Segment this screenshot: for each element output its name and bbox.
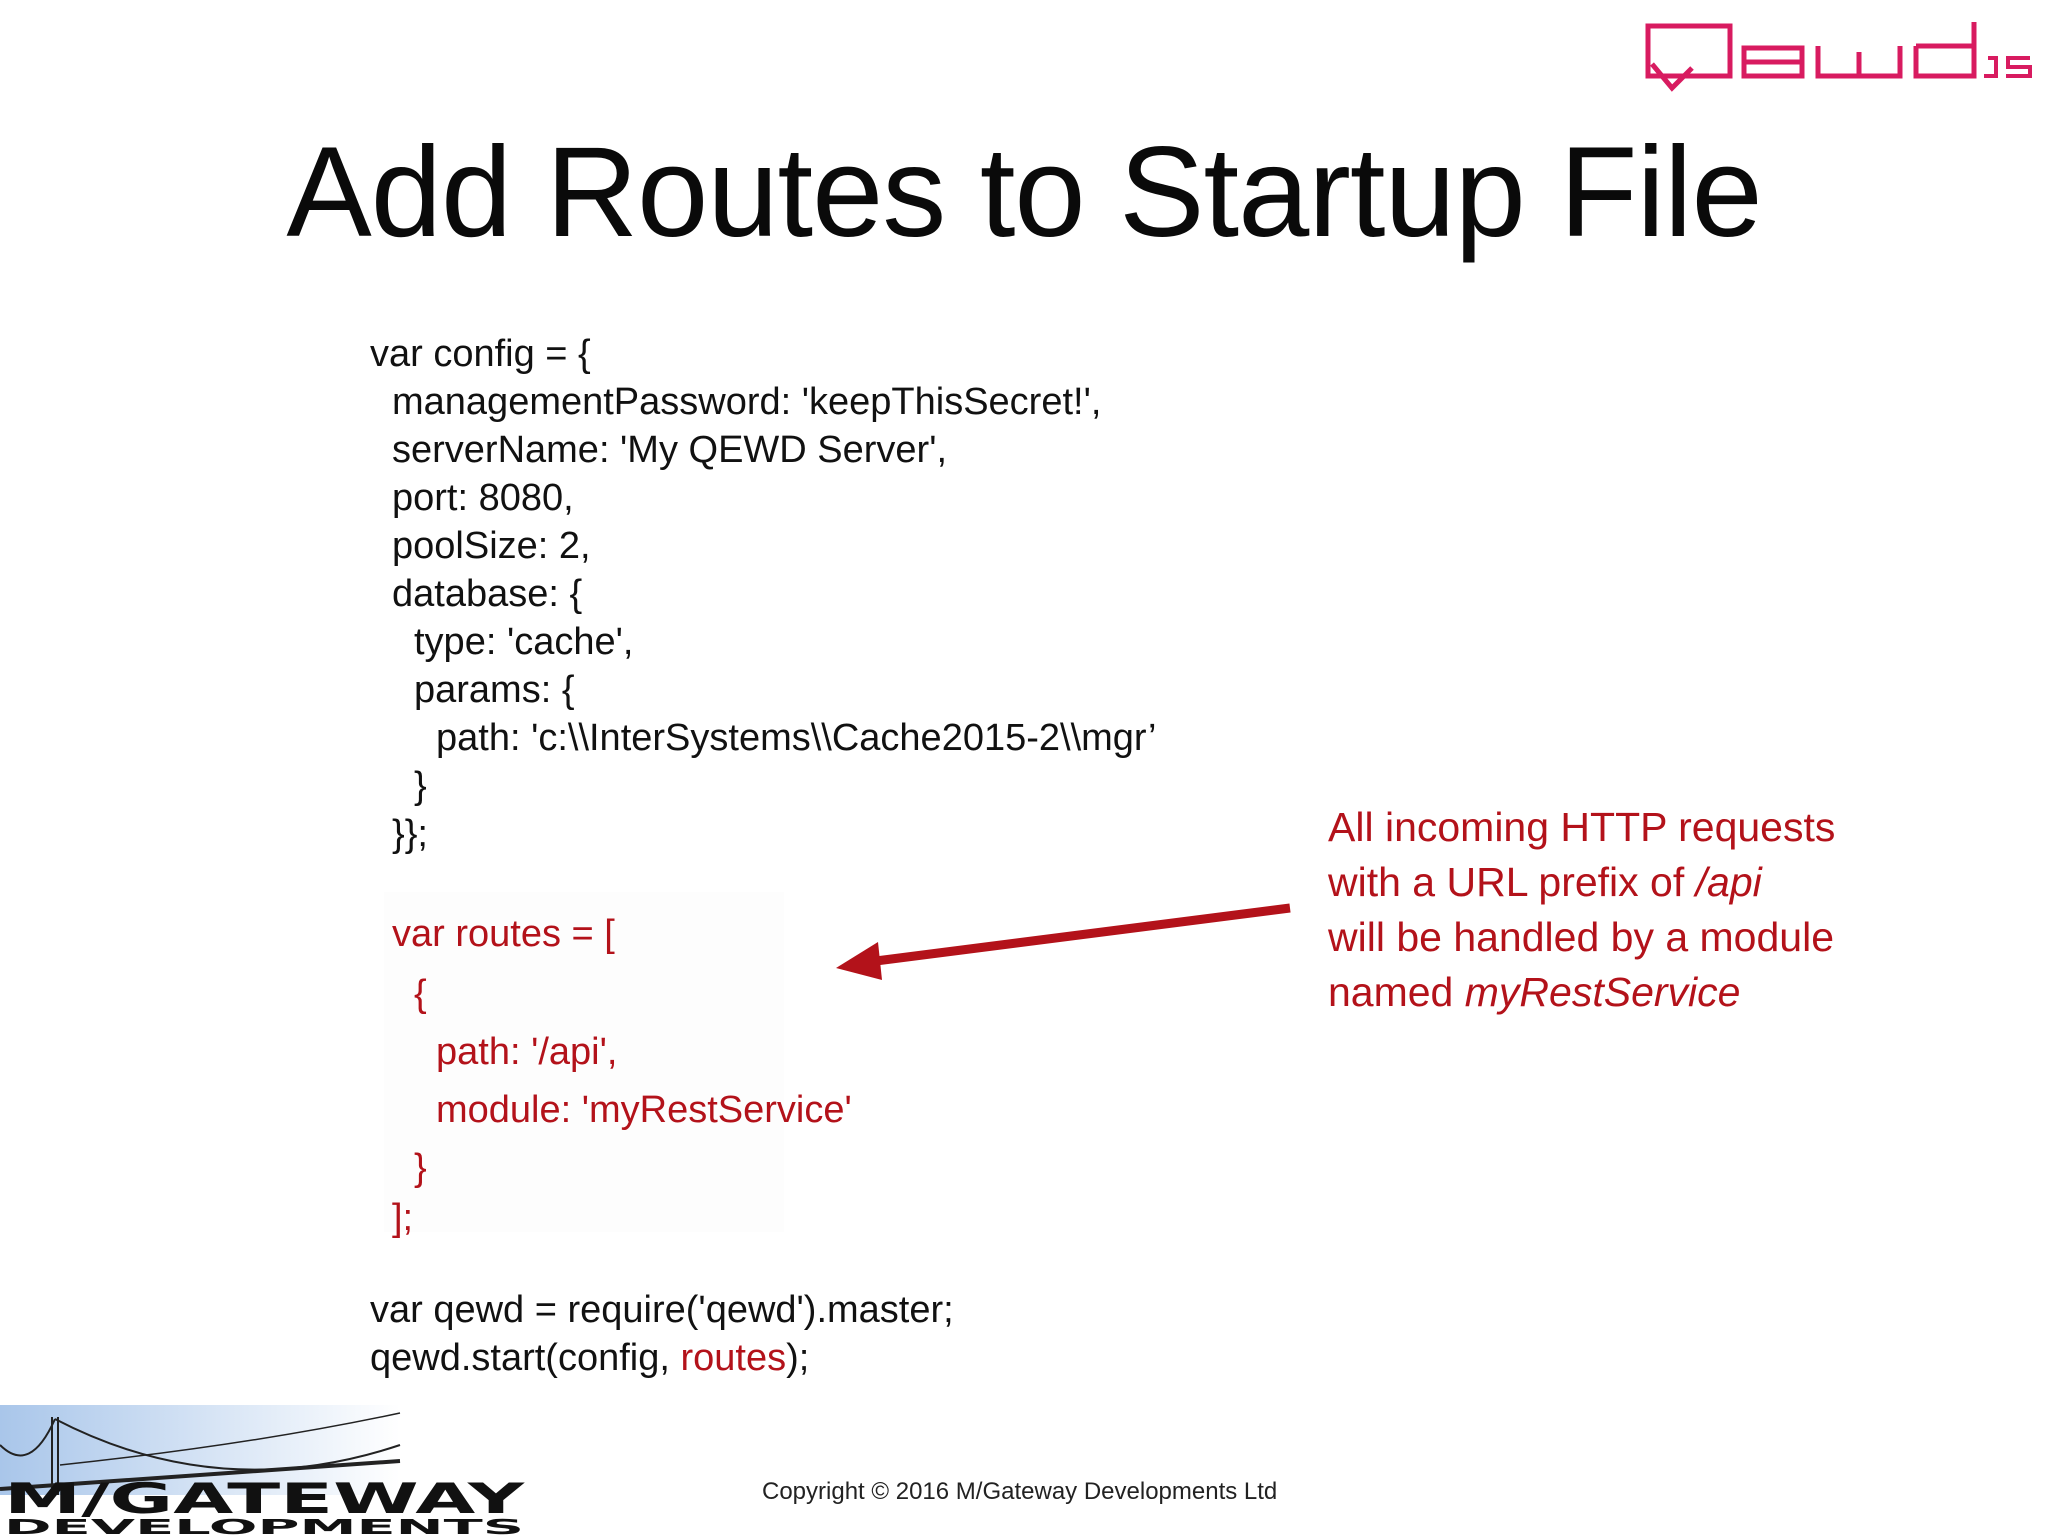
callout-line: named myRestService <box>1328 965 1988 1020</box>
callout-line: All incoming HTTP requests <box>1328 804 1836 850</box>
code-text: qewd.start(config, <box>370 1337 681 1379</box>
code-line: path: 'c:\\InterSystems\\Cache2015-2\\mg… <box>436 717 1157 759</box>
routes-code-line: } <box>414 1147 427 1189</box>
code-line: var qewd = require('qewd').master; <box>370 1289 954 1331</box>
code-line: params: { <box>414 669 575 711</box>
code-text: ); <box>786 1337 810 1379</box>
routes-code-line: ]; <box>392 1197 414 1239</box>
slide-title: Add Routes to Startup File <box>286 121 1762 264</box>
code-line: type: 'cache', <box>414 621 634 663</box>
callout-emphasis: /api <box>1695 859 1762 905</box>
routes-code-line: module: 'myRestService' <box>436 1089 852 1131</box>
code-line: poolSize: 2, <box>392 525 591 567</box>
routes-code-line: { <box>414 973 427 1015</box>
svg-text:DEVELOPMENTS: DEVELOPMENTS <box>4 1515 524 1536</box>
callout-arrow <box>836 903 1291 980</box>
callout-text-part: with a URL prefix of <box>1328 859 1696 905</box>
code-line: database: { <box>392 573 583 615</box>
code-line: serverName: 'My QEWD Server', <box>392 429 948 471</box>
copyright-text: Copyright © 2016 M/Gateway Developments … <box>762 1478 1278 1505</box>
svg-text:M/GATEWAY: M/GATEWAY <box>4 1474 525 1523</box>
callout-line: will be handled by a module <box>1328 914 1834 960</box>
routes-code-line: var routes = [ <box>392 913 615 955</box>
code-line: var config = { <box>370 333 591 375</box>
callout-line: with a URL prefix of /api <box>1328 855 1988 910</box>
code-line: port: 8080, <box>392 477 574 519</box>
code-line: } <box>414 765 427 807</box>
code-line: managementPassword: 'keepThisSecret!', <box>392 381 1102 423</box>
callout-text-part: named <box>1328 969 1465 1015</box>
code-line: }}; <box>392 813 428 855</box>
mgateway-logo: M/GATEWAY DEVELOPMENTS <box>0 1405 525 1536</box>
qewd-js-logo <box>1645 22 2032 92</box>
callout-emphasis: myRestService <box>1464 969 1741 1015</box>
routes-arg: routes <box>680 1337 787 1379</box>
routes-highlight-box <box>384 892 784 1232</box>
callout-text: All incoming HTTP requests with a URL pr… <box>1328 800 1988 1020</box>
routes-code-line: path: '/api', <box>436 1031 618 1073</box>
code-line-start: qewd.start(config, routes); <box>370 1334 809 1382</box>
